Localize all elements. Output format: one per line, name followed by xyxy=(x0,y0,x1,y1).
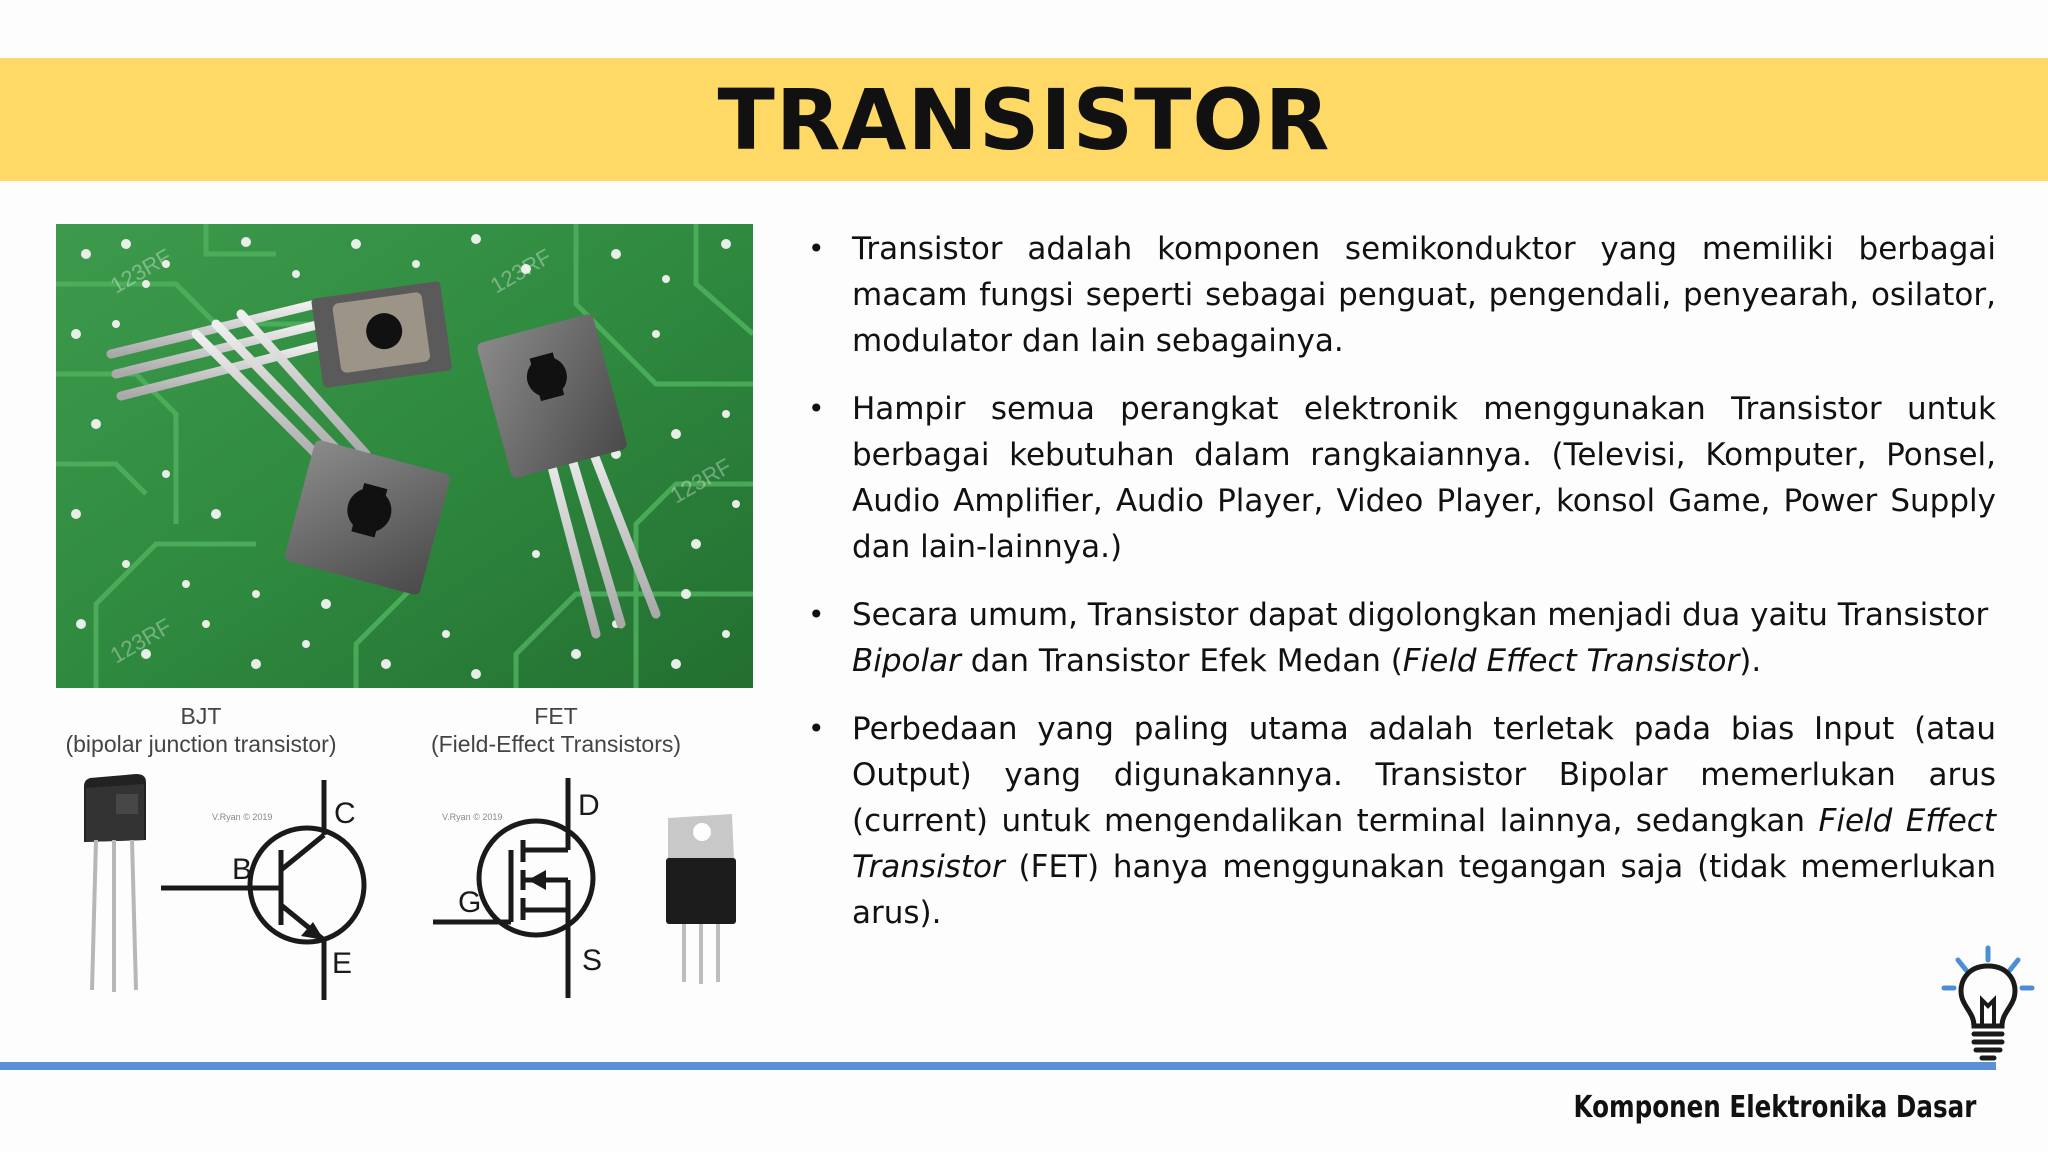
bjt-caption: BJT (bipolar junction transistor) xyxy=(56,702,346,758)
fet-pin-d: D xyxy=(578,789,600,822)
fet-symbol xyxy=(433,778,596,998)
bullet-text-italic: Bipolar xyxy=(852,643,961,679)
bullet-dot: • xyxy=(808,712,825,745)
bullet-text: (FET) hanya menggunakan tegangan saja (t… xyxy=(852,849,1996,931)
bjt-pin-e: E xyxy=(332,947,352,980)
fet-credit: V.Ryan © 2019 xyxy=(442,812,502,822)
footer-divider xyxy=(0,1062,1996,1070)
fet-pin-s: S xyxy=(582,944,602,977)
bjt-credit: V.Ryan © 2019 xyxy=(212,812,272,822)
bullet-item: • Perbedaan yang paling utama adalah ter… xyxy=(800,706,1996,936)
bullet-text: Secara umum, Transistor dapat digolongka… xyxy=(852,597,1989,633)
bullet-text: ). xyxy=(1739,643,1762,679)
bullet-item: • Transistor adalah komponen semikondukt… xyxy=(800,226,1996,364)
bjt-pin-b: B xyxy=(232,853,252,886)
bjt-label: BJT xyxy=(180,703,222,729)
bullet-dot: • xyxy=(808,598,825,631)
to92-transistor-photo xyxy=(84,774,146,992)
bjt-symbol xyxy=(161,780,367,1000)
footer-text: Komponen Elektronika Dasar xyxy=(1573,1090,1976,1125)
bullet-dot: • xyxy=(808,392,825,425)
bullet-text-italic: Field Effect Transistor xyxy=(852,803,1996,885)
bullet-item: • Hampir semua perangkat elektronik meng… xyxy=(800,386,1996,570)
bullet-text: dan Transistor Efek Medan ( xyxy=(960,643,1403,679)
bjt-description: (bipolar junction transistor) xyxy=(65,731,337,757)
bullet-text: Hampir semua perangkat elektronik menggu… xyxy=(852,391,1996,565)
bullet-item: • Secara umum, Transistor dapat digolong… xyxy=(800,592,1996,684)
fet-pin-g: G xyxy=(458,886,481,919)
bjt-pin-c: C xyxy=(334,797,356,830)
bullet-list: • Transistor adalah komponen semikondukt… xyxy=(800,226,1996,958)
fet-caption: FET (Field-Effect Transistors) xyxy=(406,702,706,758)
bullet-text-italic: Field Effect Transistor xyxy=(1402,643,1740,679)
title-banner: TRANSISTOR xyxy=(0,58,2048,181)
fet-label: FET xyxy=(534,703,578,729)
transistor-diagrams: BJT (bipolar junction transistor) FET (F… xyxy=(56,690,753,1010)
fet-description: (Field-Effect Transistors) xyxy=(430,731,682,757)
bullet-text: Perbedaan yang paling utama adalah terle… xyxy=(852,711,1996,839)
lightbulb-icon xyxy=(1936,944,2036,1068)
slide-title: TRANSISTOR xyxy=(717,70,1331,169)
pcb-transistor-photo: 123RF 123RF 123RF 123RF xyxy=(56,224,753,688)
bullet-text: Transistor adalah komponen semikonduktor… xyxy=(852,231,1996,359)
to220-transistor-photo xyxy=(666,814,736,984)
bullet-dot: • xyxy=(808,232,825,265)
